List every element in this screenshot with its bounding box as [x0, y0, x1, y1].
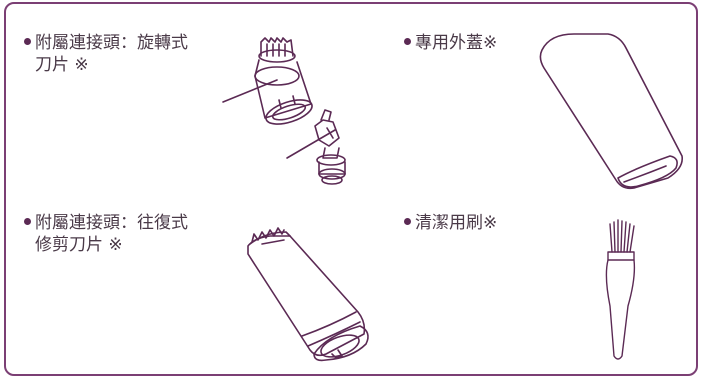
item-rotary-blade: 附屬連接頭：旋轉式 刀片 ※ — [24, 32, 188, 76]
protective-cap-icon — [539, 33, 684, 190]
trimmer-blade-label-line1: 附屬連接頭：往復式 — [35, 213, 188, 233]
item-cleaning-brush: 清潔用刷※ — [404, 212, 497, 234]
trimmer-blade-label-line2: 修剪刀片 ※ — [35, 235, 123, 255]
rotary-blade-label-line2: 刀片 ※ — [35, 55, 89, 75]
bullet-icon — [404, 38, 411, 45]
item-trimmer-blade: 附屬連接頭：往復式 修剪刀片 ※ — [24, 212, 188, 256]
rotary-blade-label-line1: 附屬連接頭：旋轉式 — [35, 33, 188, 53]
protective-cap-label: 專用外蓋※ — [415, 33, 498, 53]
bullet-icon — [24, 38, 31, 45]
trimmer-blade-attachment-icon — [247, 227, 369, 362]
cleaning-brush-label: 清潔用刷※ — [415, 213, 498, 233]
item-protective-cap: 專用外蓋※ — [404, 32, 497, 54]
rotary-blade-attachment-icon — [222, 37, 346, 185]
cleaning-brush-icon — [605, 219, 636, 360]
accessories-frame — [4, 2, 698, 376]
bullet-icon — [404, 218, 411, 225]
bullet-icon — [24, 218, 31, 225]
